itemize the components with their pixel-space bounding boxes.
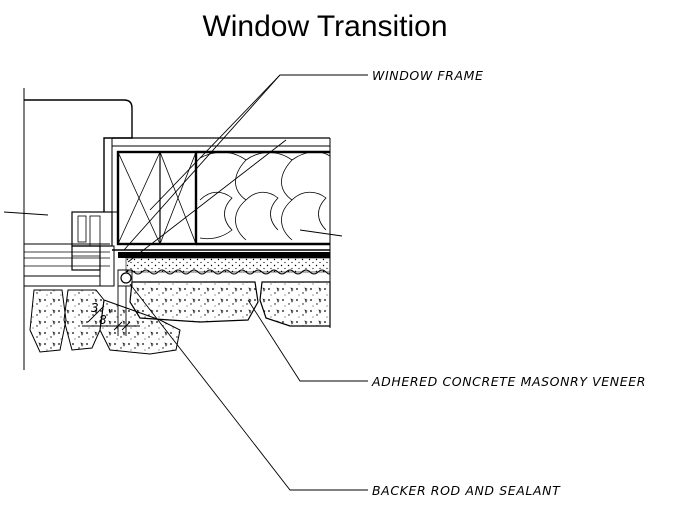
sill-stone-2 [63,289,105,351]
label-window-frame: WINDOW FRAME [372,68,484,83]
leader-window-frame-2 [123,74,281,251]
dimension-numerator: 3 [91,301,99,315]
leader-window-frame [149,74,368,211]
stud-x-4 [159,151,197,245]
window-frame-outline [24,99,133,212]
stud-block [116,150,198,246]
backer-rod [120,272,132,284]
break-line-right [299,229,343,237]
sealant-bead [117,269,133,287]
scratch-coat [125,269,331,275]
dimension-fraction-bar [87,305,105,323]
diagram-title: Window Transition [202,10,448,43]
sill-stone-1 [29,289,67,353]
veneer-stone-1 [129,281,259,323]
break-line-left [3,211,49,216]
leader-veneer [247,299,368,382]
label-veneer: ADHERED CONCRETE MASONRY VENEER [371,374,646,389]
label-backer-rod: BACKER ROD AND SEALANT [372,483,561,498]
window-frame-inner [104,137,113,212]
stud-x-2 [117,151,161,245]
leader-backer-rod [129,283,368,491]
flashing-band [118,252,330,258]
dimension-denominator: 8 [99,313,107,327]
dimension-marker [82,286,140,336]
veneer-stone-2 [259,281,331,327]
leader-window-frame-3 [127,139,287,263]
insulation-loops [199,151,331,241]
window-sill-lines [24,211,118,287]
mortar-bed [125,257,331,273]
sill-stone-3 [99,299,181,355]
dimension-unit: " [108,307,114,321]
